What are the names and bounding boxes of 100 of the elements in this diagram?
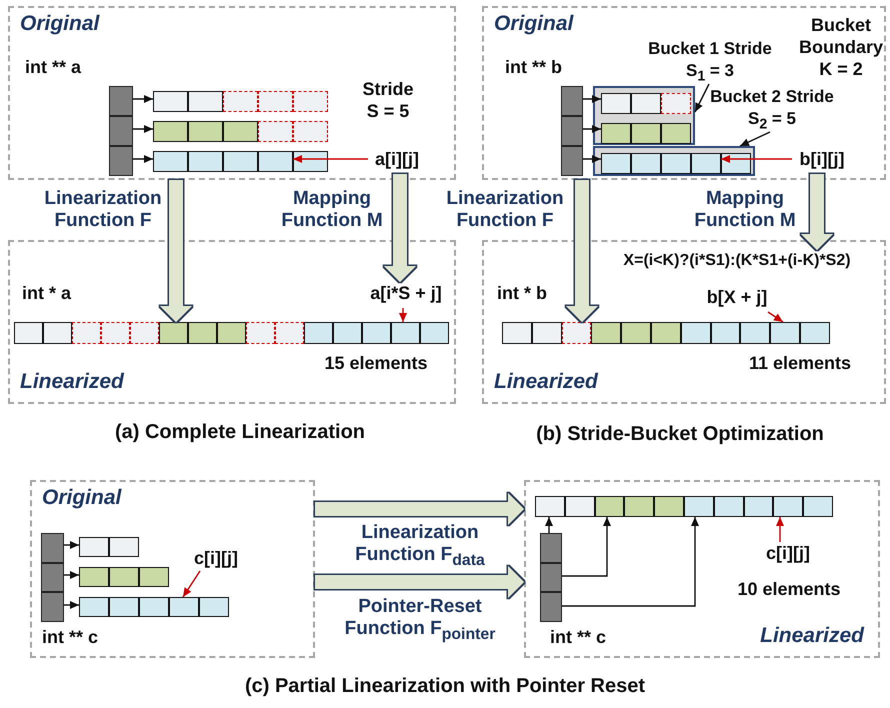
index-expression: c[i][j]	[760, 542, 816, 566]
pointer-cell	[540, 562, 562, 592]
arrow	[740, 131, 770, 147]
array-cell	[651, 322, 681, 344]
edge-label: Linearization Function F$_{data}$	[354, 522, 486, 571]
array-cell	[188, 151, 223, 172]
array-cell	[79, 597, 109, 617]
dashed-panel	[482, 240, 886, 404]
array-cell	[654, 496, 684, 517]
array-cell	[601, 153, 631, 174]
edge-label: Linearization Function F	[43, 188, 163, 232]
array-cell	[773, 496, 804, 517]
block-arrow	[315, 493, 524, 525]
array-cell	[631, 123, 661, 144]
array-cell	[420, 322, 449, 344]
index-expression: a[i][j]	[368, 148, 426, 174]
array-cell	[631, 93, 661, 114]
array-cell	[564, 496, 595, 517]
stride-note: Bucket 1 Stride S$_{1}$ = 3	[644, 38, 776, 84]
arrow	[64, 601, 79, 609]
array-cell	[43, 322, 72, 344]
array-cell	[109, 567, 139, 587]
arrow	[133, 155, 153, 163]
index-expression: b[i][j]	[792, 148, 852, 174]
padding-cell	[130, 322, 159, 344]
array-cell	[223, 121, 258, 142]
subfigure-caption: (c) Partial Linearization with Pointer Reset	[244, 674, 646, 698]
pointer-cell	[41, 562, 64, 592]
padding-cell	[258, 121, 293, 142]
leader-arrow	[768, 311, 784, 323]
array-cell	[362, 322, 391, 344]
block-arrow	[160, 180, 192, 322]
padding-cell	[101, 322, 130, 344]
block-arrow	[801, 174, 833, 250]
array-cell	[601, 123, 631, 144]
pointer-cell	[561, 146, 583, 176]
array-cell	[591, 322, 622, 344]
dashed-panel	[482, 6, 886, 180]
arrow	[133, 95, 153, 103]
formula-label: X=(i<K)?(i*S1):(K*S1+(i-K)*S2)	[590, 250, 884, 276]
pointer-cell	[561, 86, 583, 116]
dashed-panel	[8, 6, 456, 180]
leader-arrow	[721, 155, 792, 163]
index-expression: a[i*S + j]	[360, 282, 452, 308]
array-cell	[153, 151, 188, 172]
array-cell	[800, 322, 830, 344]
leader-arrow	[182, 570, 201, 598]
subfigure-caption: (b) Stride-Bucket Optimization	[535, 422, 825, 446]
array-cell	[79, 567, 109, 587]
array-cell	[199, 597, 229, 617]
element-count: 11 elements	[748, 352, 852, 374]
variable-label: int * b	[497, 282, 548, 304]
padding-cell	[293, 91, 328, 112]
array-cell	[153, 91, 188, 112]
array-cell	[153, 121, 188, 142]
edge-label: Linearization Function F	[445, 188, 565, 232]
array-cell	[721, 153, 751, 174]
stride-note: Bucket 2 Stride S$_{2}$ = 5	[702, 86, 842, 132]
leader-arrow	[399, 308, 407, 322]
stride-label: Stride S = 5	[361, 78, 414, 122]
leader-arrow	[293, 155, 368, 163]
arrow	[583, 155, 601, 163]
array-cell	[532, 322, 562, 344]
leader-arrow	[776, 517, 784, 542]
array-cell	[188, 121, 223, 142]
panel-title: Linearized	[494, 370, 598, 394]
boundary-label: Bucket Boundary K = 2	[798, 14, 884, 80]
block-arrow	[384, 174, 416, 282]
array-cell	[770, 322, 800, 344]
array-cell	[691, 153, 721, 174]
array-cell	[710, 322, 740, 344]
arrow	[562, 517, 699, 607]
array-cell	[661, 153, 691, 174]
array-cell	[258, 151, 293, 172]
array-cell	[744, 496, 774, 517]
pointer-cell	[41, 592, 64, 622]
padding-cell	[223, 91, 258, 112]
arrow	[133, 125, 153, 133]
pointer-cell	[561, 116, 583, 146]
panel-title: Original	[494, 12, 574, 36]
index-expression: c[i][j]	[188, 547, 244, 571]
array-cell	[109, 537, 139, 557]
arrow	[694, 84, 710, 112]
array-cell	[680, 322, 711, 344]
panel-title: Original	[42, 486, 122, 510]
array-cell	[139, 597, 169, 617]
variable-label: int ** c	[42, 626, 100, 648]
array-cell	[684, 496, 714, 517]
array-cell	[217, 322, 246, 344]
padding-cell	[246, 322, 275, 344]
variable-label: int ** a	[25, 56, 82, 78]
edge-label: Pointer-Reset Function F$_{pointer}$	[344, 596, 496, 645]
element-count: 10 elements	[736, 578, 842, 600]
array-cell	[661, 123, 691, 144]
array-cell	[79, 537, 109, 557]
arrow	[583, 95, 601, 103]
array-cell	[169, 597, 199, 617]
array-cell	[188, 91, 223, 112]
array-cell	[714, 496, 744, 517]
arrow	[583, 125, 601, 133]
